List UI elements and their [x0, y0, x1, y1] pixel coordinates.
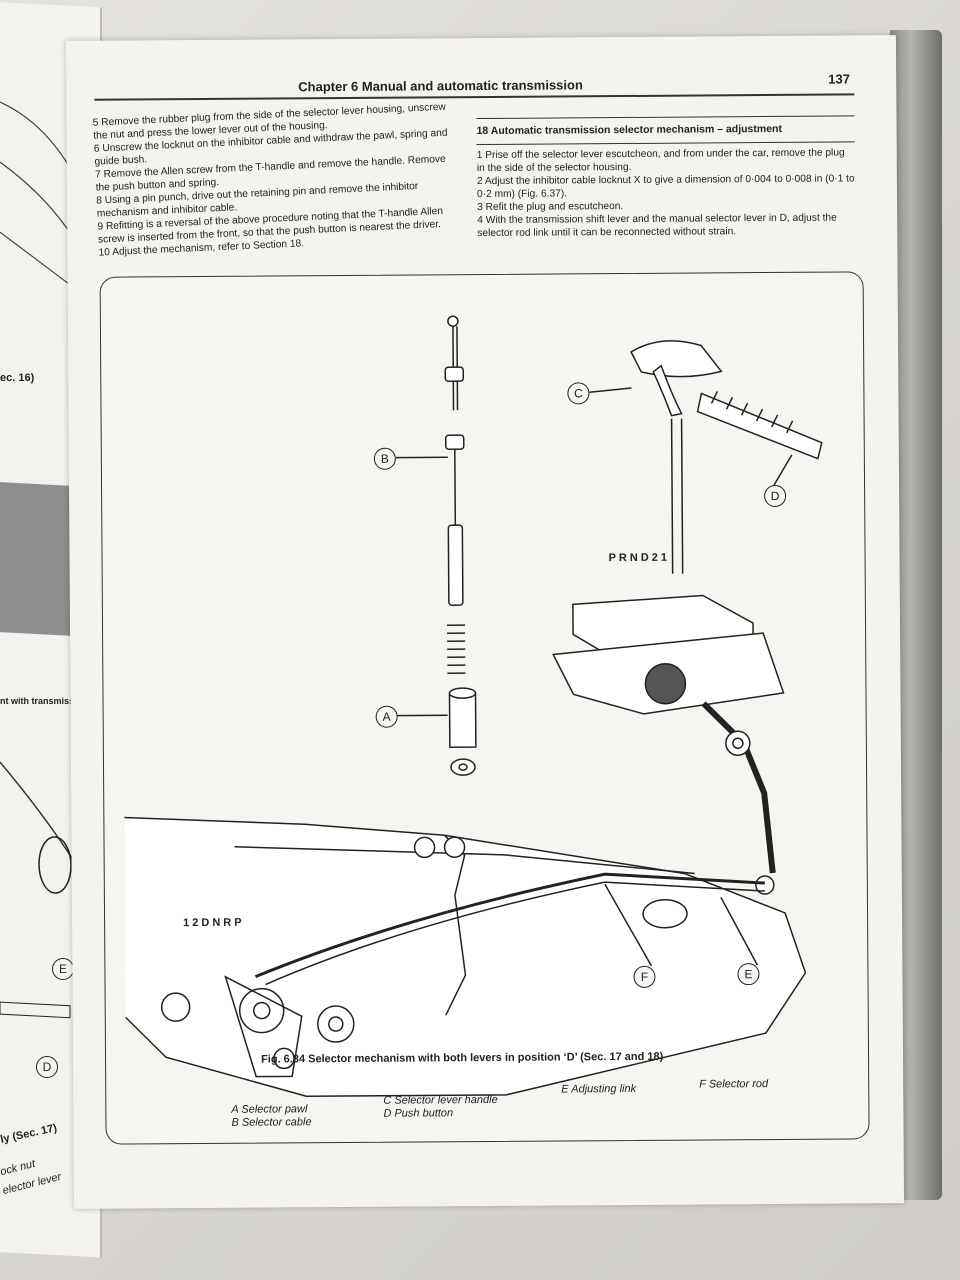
header-rule	[94, 93, 855, 101]
position-label: N	[629, 551, 641, 564]
paragraph: 1 Prise off the selector lever escutcheo…	[476, 147, 845, 175]
position-label: N	[212, 916, 224, 929]
left-callout-e: E	[52, 958, 74, 980]
paragraph: 2 Adjust the inhibitor cable locknut X t…	[476, 173, 855, 201]
legend-item: E Adjusting link	[561, 1082, 637, 1096]
callout-b: B	[373, 447, 396, 470]
right-text-column: 18 Automatic transmission selector mecha…	[476, 113, 855, 240]
page-header: Chapter 6 Manual and automatic transmiss…	[66, 35, 896, 101]
position-label: 1	[183, 917, 193, 930]
legend-item: F Selector rod	[699, 1078, 769, 1091]
paragraph: 4 With the transmission shift lever and …	[477, 212, 837, 240]
callout-c: C	[567, 382, 590, 405]
callout-e: E	[737, 963, 760, 986]
legend-column-1: A Selector pawl B Selector cable	[231, 1103, 311, 1130]
position-label: P	[234, 916, 245, 929]
callout-d: D	[764, 484, 787, 508]
callout-a: A	[375, 705, 398, 728]
upper-position-labels: PRND21	[609, 552, 671, 564]
lower-position-labels: 12DNRP	[183, 917, 245, 929]
legend-item: A Selector pawl	[231, 1103, 308, 1116]
position-label: R	[223, 916, 235, 929]
left-text-column: 5 Remove the rubber plug from the side o…	[92, 100, 460, 259]
chapter-title: Chapter 6 Manual and automatic transmiss…	[298, 77, 583, 95]
callout-f: F	[633, 965, 656, 988]
legend-item: B Selector cable	[231, 1116, 312, 1129]
legend-column-3: E Adjusting link	[561, 1083, 636, 1097]
legend-column-2: C Selector lever handle D Push button	[383, 1094, 498, 1121]
selector-mechanism-drawing	[124, 315, 823, 1098]
section-title: 18 Automatic transmission selector mecha…	[476, 122, 782, 138]
position-label: D	[201, 916, 213, 929]
left-page-fragment: nt with transmission	[0, 696, 88, 706]
position-label: 1	[660, 551, 671, 564]
legend-item: C Selector lever handle	[383, 1093, 498, 1107]
section-rule	[476, 141, 855, 146]
position-label: R	[618, 551, 630, 565]
section-rule	[476, 115, 855, 120]
left-callout-d: D	[36, 1056, 58, 1078]
position-label: P	[608, 552, 619, 565]
position-label: D	[640, 551, 652, 564]
figure-6-34: B A C D F E PRND21 12DNRP	[99, 271, 870, 1145]
position-label: 2	[192, 916, 202, 930]
legend-column-4: F Selector rod	[699, 1078, 768, 1091]
legend-item: D Push button	[383, 1107, 454, 1120]
left-page-fragment: ec. 16)	[0, 372, 35, 384]
manual-page: Chapter 6 Manual and automatic transmiss…	[65, 35, 905, 1209]
page-number: 137	[828, 71, 850, 87]
